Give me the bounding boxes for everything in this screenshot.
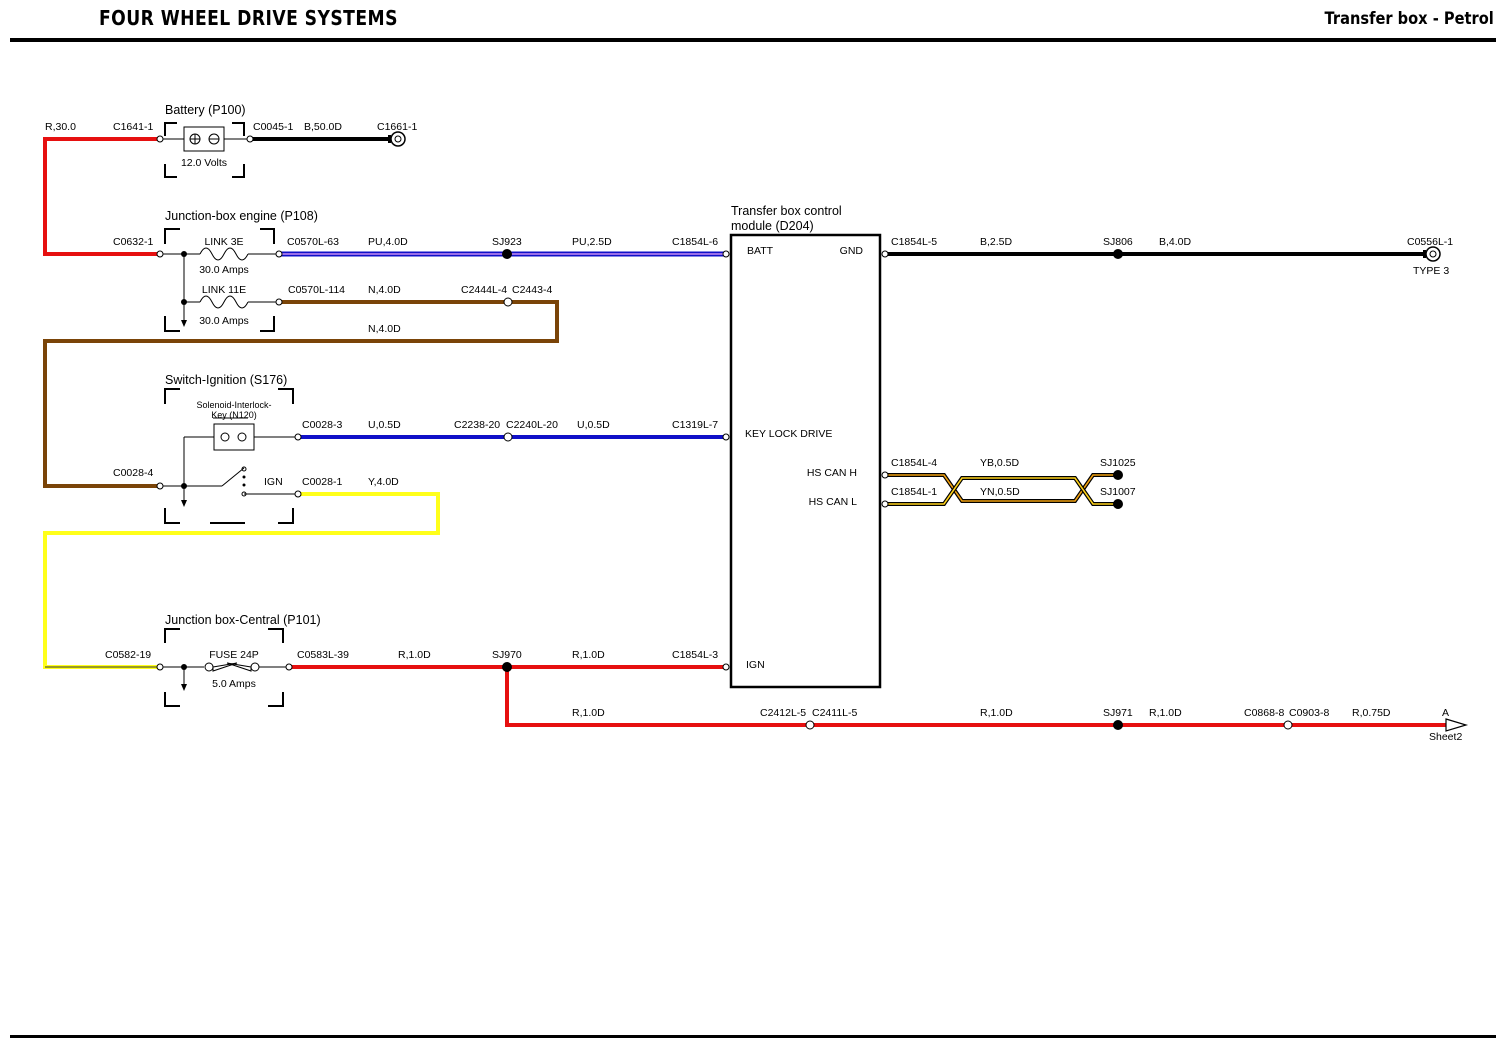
wire-label: R,1.0D (1149, 707, 1182, 719)
wire-label: B,4.0D (1159, 236, 1192, 248)
battery-label: Battery (P100) (165, 103, 246, 117)
connector-label: C0903-8 (1289, 707, 1329, 719)
connector-label: C1854L-5 (891, 236, 937, 248)
wire-label: R,1.0D (572, 649, 605, 661)
connector-label: C2411L-5 (812, 707, 857, 719)
transfer-box-control-module (729, 233, 882, 689)
wire-brown-ignition-feed (43, 300, 559, 488)
link-11e-label: LINK 11E (202, 284, 246, 296)
wire-red-battery-feed (43, 137, 158, 256)
fuse-24p-rating: 5.0 Amps (212, 678, 256, 690)
sheet-reference-label: Sheet2 (1429, 731, 1462, 743)
wire-red-sheet2-feed (505, 667, 1446, 727)
bottom-divider (10, 1035, 1496, 1038)
battery-voltage: 12.0 Volts (181, 157, 227, 169)
splice-label: SJ806 (1103, 236, 1133, 248)
connector-label: C1641-1 (113, 121, 153, 133)
connector-label: C1854L-6 (672, 236, 718, 248)
connector-label: C1854L-3 (672, 649, 718, 661)
wire-label: YB,0.5D (980, 457, 1020, 469)
ground-eyelet-icon (1423, 246, 1441, 262)
wire-yellow-ign-run (43, 492, 440, 669)
connector-label: C2443-4 (512, 284, 552, 296)
page-title: FOUR WHEEL DRIVE SYSTEMS (99, 6, 398, 30)
junction-box-engine (163, 228, 276, 332)
splice-label: SJ923 (492, 236, 522, 248)
module-pin-hs-can-l: HS CAN L (809, 496, 858, 508)
connector-label: C1319L-7 (672, 419, 718, 431)
connector-label: C0632-1 (113, 236, 153, 248)
wire-label: B,50.0D (304, 121, 342, 133)
module-name-2: module (D204) (731, 219, 814, 233)
wire-label: N,4.0D (368, 284, 401, 296)
ignition-switch (163, 388, 296, 524)
module-name: Transfer box control (731, 204, 842, 218)
sheet-continuation-arrow-icon (1445, 718, 1469, 732)
top-divider (10, 38, 1496, 42)
connector-label: C0583L-39 (297, 649, 349, 661)
module-pin-ign: IGN (746, 659, 765, 671)
wire-can-l-tracer (886, 477, 1118, 505)
solenoid-label-2: Key (N120) (211, 410, 257, 420)
connector-label: C1661-1 (377, 121, 417, 133)
link-3e-rating: 30.0 Amps (199, 264, 249, 276)
connector-label: C0045-1 (253, 121, 293, 133)
connector-label: C1854L-4 (891, 457, 937, 469)
connector-pins (156, 135, 1293, 730)
connector-label: C0028-4 (113, 467, 153, 479)
connector-label: C2412L-5 (760, 707, 806, 719)
connector-label: C2444L-4 (461, 284, 507, 296)
connector-label: C0028-3 (302, 419, 342, 431)
connector-label: C2240L-20 (506, 419, 558, 431)
wire-can-h-tracer (886, 474, 1118, 502)
wire-label: PU,4.0D (368, 236, 408, 248)
wire-label: YN,0.5D (980, 486, 1020, 498)
sheet-reference-letter: A (1442, 707, 1449, 719)
connector-label: C0028-1 (302, 476, 342, 488)
wire-label: N,4.0D (368, 323, 401, 335)
connector-type-label: TYPE 3 (1413, 265, 1449, 277)
battery-component (163, 122, 248, 178)
splice-label: SJ1007 (1100, 486, 1136, 498)
connector-label: C1854L-1 (891, 486, 937, 498)
wire-label: U,0.5D (368, 419, 401, 431)
connector-label: C0556L-1 (1407, 236, 1453, 248)
ground-eyelet-icon (388, 131, 406, 147)
module-pin-batt: BATT (747, 245, 774, 257)
jb-engine-label: Junction-box engine (P108) (165, 209, 318, 223)
connector-label: C0570L-114 (288, 284, 345, 296)
fuse-24p-label: FUSE 24P (209, 649, 259, 661)
wire-label: B,2.5D (980, 236, 1013, 248)
connector-label: C2238-20 (454, 419, 500, 431)
wire-label: U,0.5D (577, 419, 610, 431)
wire-label: R,0.75D (1352, 707, 1391, 719)
wire-label: PU,2.5D (572, 236, 612, 248)
link-3e-label: LINK 3E (204, 236, 243, 248)
module-pin-hs-can-h: HS CAN H (807, 467, 857, 479)
splice-points (502, 249, 1123, 730)
splice-label: SJ1025 (1100, 457, 1136, 469)
jb-central-label: Junction box-Central (P101) (165, 613, 321, 627)
connector-label: C0868-8 (1244, 707, 1284, 719)
solenoid-label: Solenoid-Interlock- (196, 400, 271, 410)
junction-box-central (163, 628, 287, 707)
page-subtitle: Transfer box - Petrol (1324, 9, 1494, 29)
wire-label: R,1.0D (572, 707, 605, 719)
wire-label: Y,4.0D (368, 476, 399, 488)
connector-label: C0582-19 (105, 649, 151, 661)
link-11e-rating: 30.0 Amps (199, 315, 249, 327)
connector-label: C0570L-63 (287, 236, 339, 248)
splice-label: SJ971 (1103, 707, 1133, 719)
splice-label: SJ970 (492, 649, 522, 661)
wire-label: R,1.0D (980, 707, 1013, 719)
ign-position-label: IGN (264, 476, 283, 488)
wire-label: R,1.0D (398, 649, 431, 661)
module-pin-key-lock: KEY LOCK DRIVE (745, 428, 832, 440)
ignition-switch-label: Switch-Ignition (S176) (165, 373, 287, 387)
wire-label: R,30.0 (45, 121, 76, 133)
module-pin-gnd: GND (840, 245, 864, 257)
